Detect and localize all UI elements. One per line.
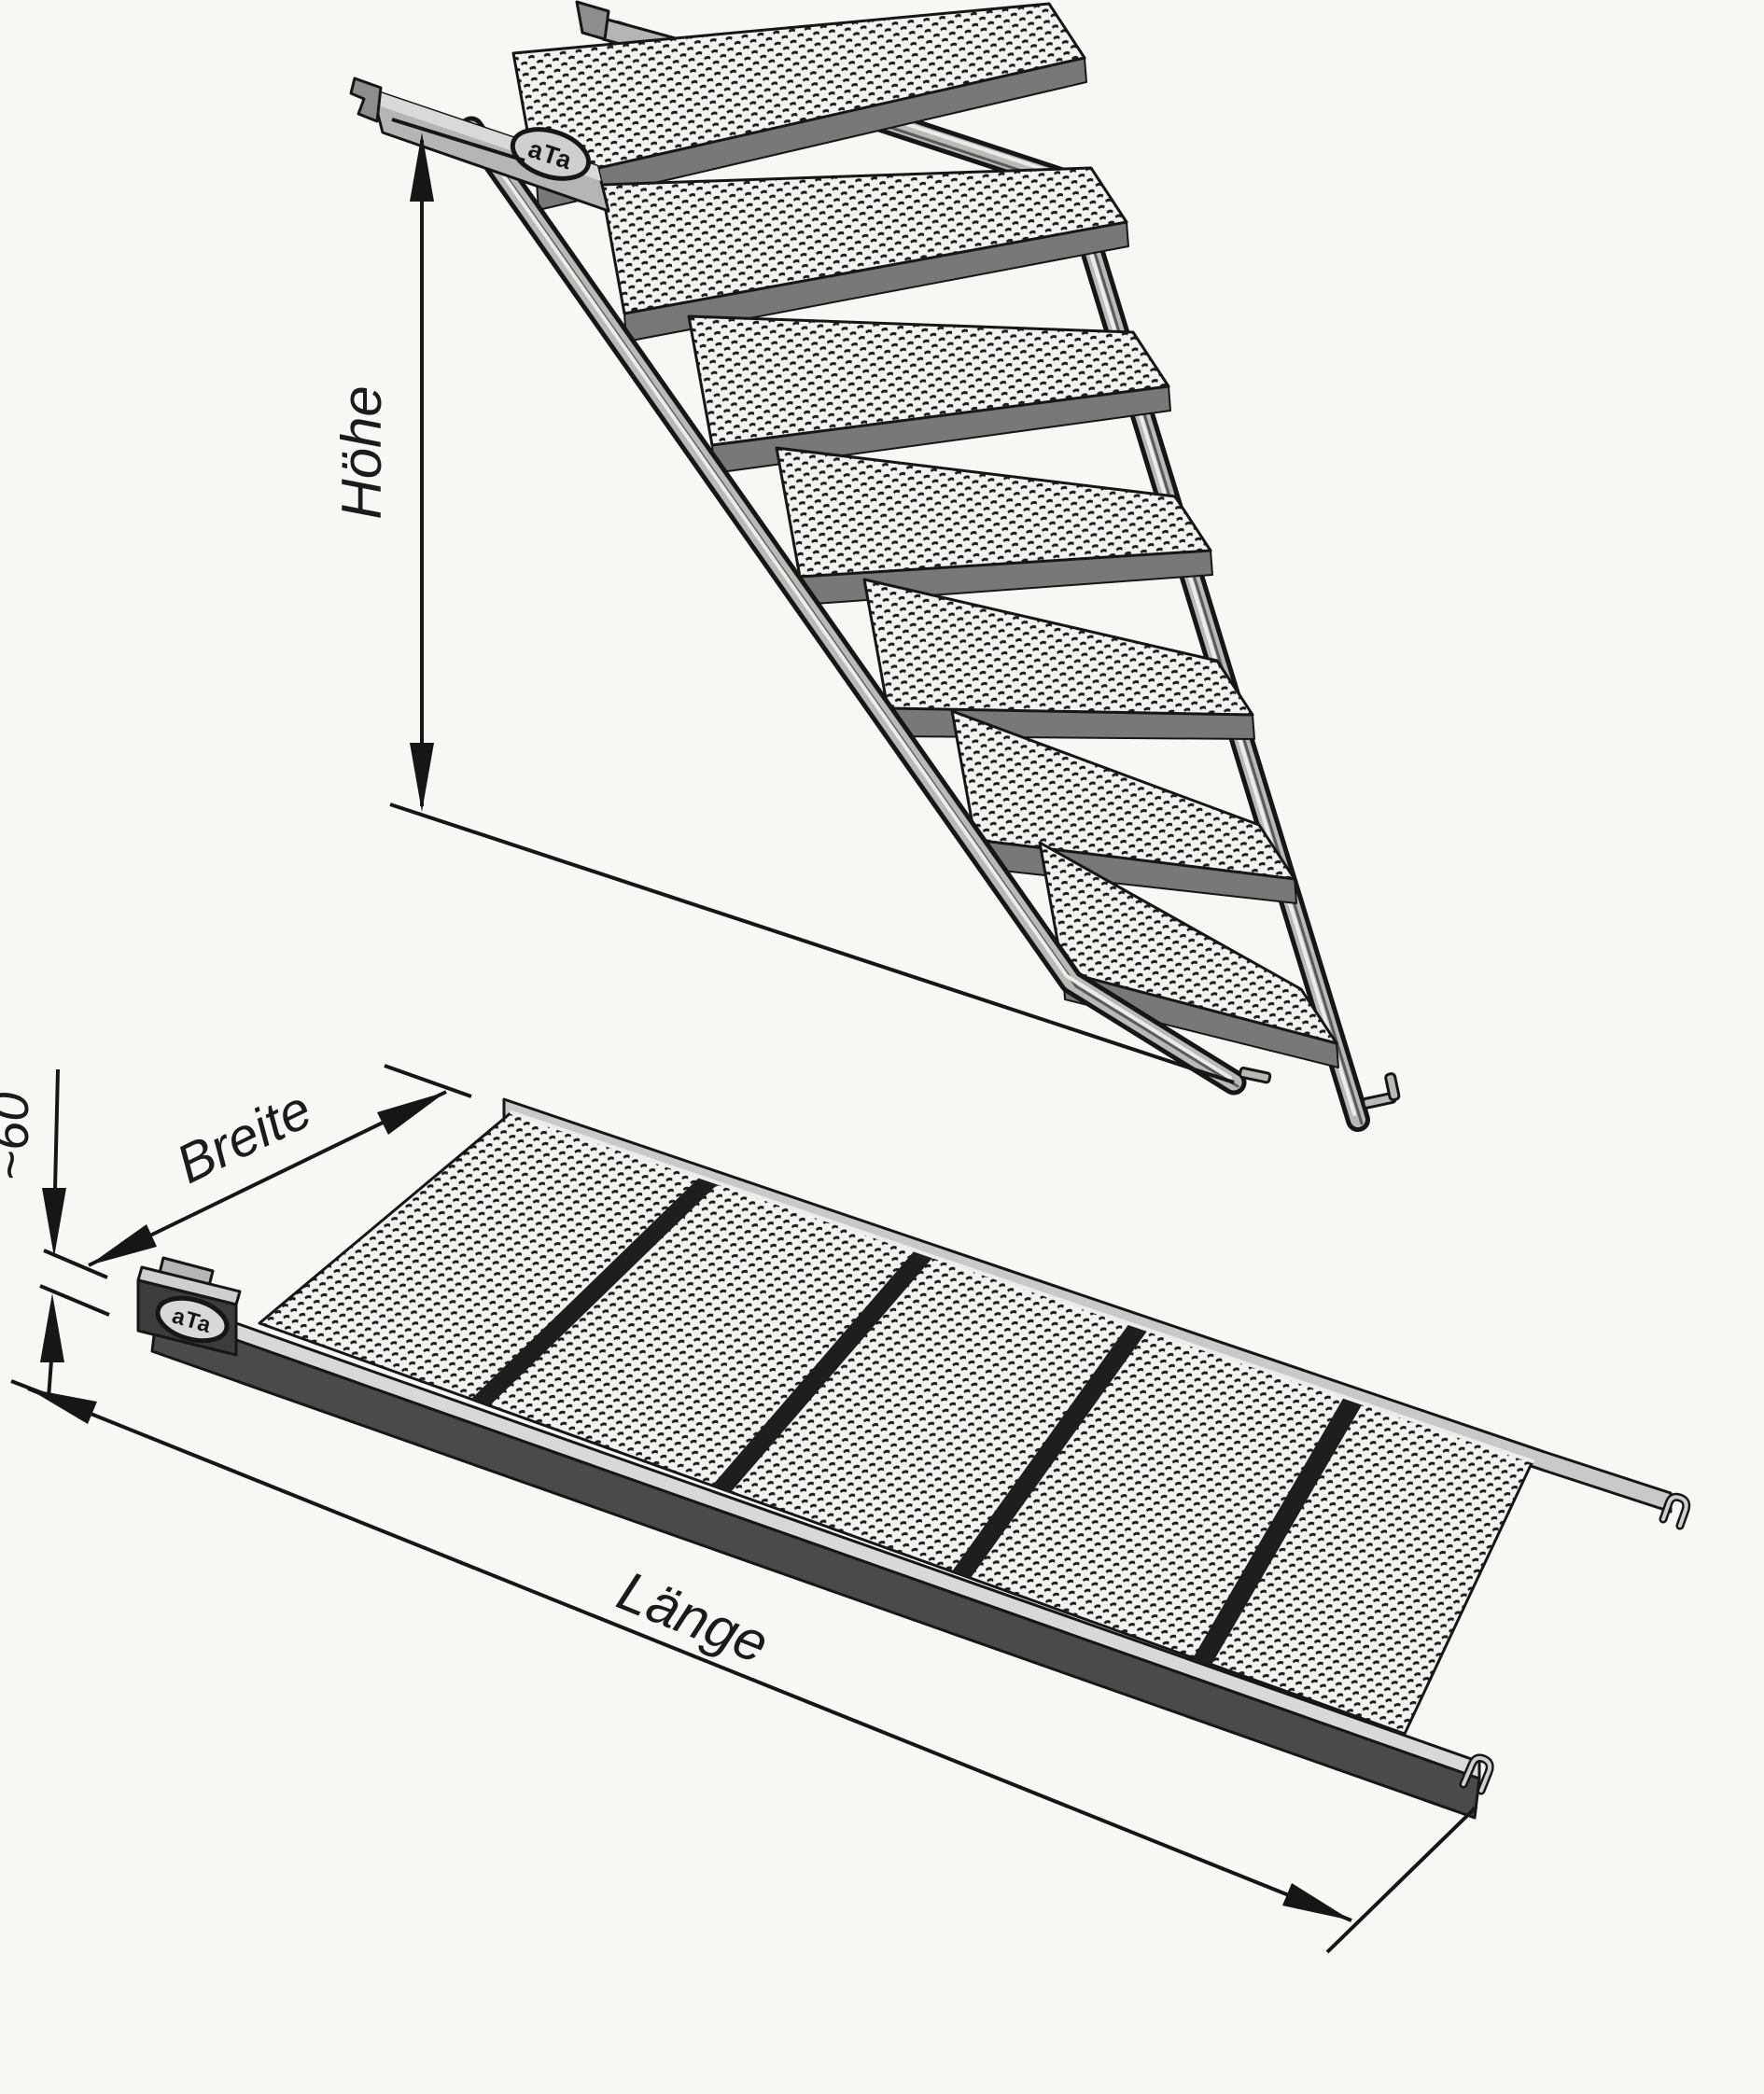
- platform-deck-seams: [471, 1177, 1363, 1665]
- stair-view: aTa: [349, 0, 1401, 1132]
- brand-logo-stair: aTa: [510, 127, 592, 181]
- dimension-hoehe: Höhe: [330, 118, 1235, 1084]
- stair-treads: [511, 2, 1339, 1068]
- platform-end-cap: aTa: [136, 1256, 242, 1357]
- platform-deck: [258, 1110, 1534, 1736]
- platform-view: aTa: [136, 1097, 1691, 1820]
- stair-near-stringer: [458, 116, 1247, 1096]
- breite-label: Breite: [167, 1079, 321, 1195]
- dimension-thickness: ~60: [0, 1068, 110, 1399]
- thickness-label: ~60: [0, 1093, 39, 1181]
- hoehe-label: Höhe: [330, 385, 393, 519]
- brand-logo-platform: aTa: [155, 1295, 230, 1344]
- stair-feet: [1238, 1067, 1401, 1110]
- platform-front-rail: [150, 1293, 1494, 1820]
